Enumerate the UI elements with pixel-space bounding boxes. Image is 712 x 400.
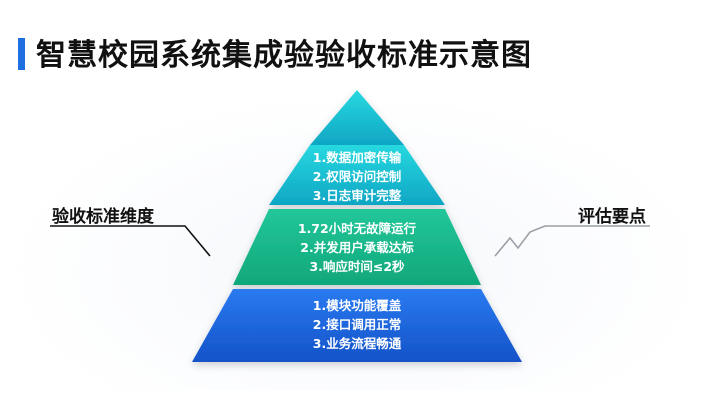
tier-middle-text: 1.72小时无故障运行 2.并发用户承载达标 3.响应时间≤2秒 (277, 219, 437, 276)
right-zigzag-line (494, 225, 650, 257)
tier-middle-line-2: 2.并发用户承载达标 (300, 240, 414, 255)
tier-middle-line-3: 3.响应时间≤2秒 (309, 259, 405, 274)
tier-top-line-1: 1.数据加密传输 (312, 150, 402, 165)
pyramid-tier-top-lower (269, 145, 445, 205)
left-leader-line (50, 225, 211, 257)
right-label: 评估要点 (578, 207, 646, 227)
tier-bottom-text: 1.模块功能覆盖 2.接口调用正常 3.业务流程畅通 (277, 296, 437, 353)
pyramid-tier-bottom (192, 289, 522, 362)
left-label: 验收标准维度 (52, 207, 154, 227)
tier-top-line-3: 3.日志审计完整 (312, 188, 402, 203)
tier-top-line-2: 2.权限访问控制 (312, 169, 402, 184)
pyramid-tier-top (310, 90, 404, 145)
tier-bottom-line-2: 2.接口调用正常 (312, 317, 402, 332)
tier-bottom-line-1: 1.模块功能覆盖 (312, 298, 402, 313)
page-title: 智慧校园系统集成验验收标准示意图 (36, 38, 532, 73)
title-accent-bar (18, 38, 25, 70)
tier-top-text: 1.数据加密传输 2.权限访问控制 3.日志审计完整 (297, 148, 417, 205)
tier-bottom-line-3: 3.业务流程畅通 (312, 336, 402, 351)
pyramid-tier-middle (233, 209, 481, 285)
tier-middle-line-1: 1.72小时无故障运行 (297, 221, 417, 236)
